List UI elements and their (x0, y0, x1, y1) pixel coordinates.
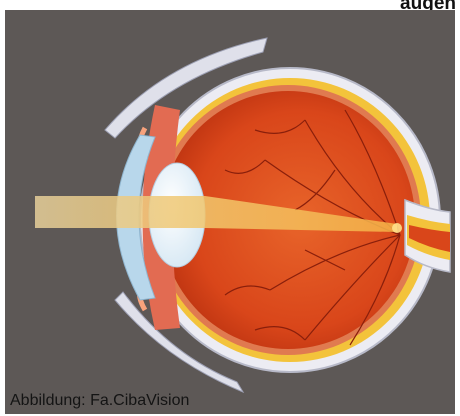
figure-credit: Abbildung: Fa.CibaVision (10, 392, 189, 410)
eye-cross-section-illustration (5, 10, 455, 414)
eye-diagram-panel: Abbildung: Fa.CibaVision (5, 10, 455, 414)
focal-point-icon (392, 223, 402, 233)
